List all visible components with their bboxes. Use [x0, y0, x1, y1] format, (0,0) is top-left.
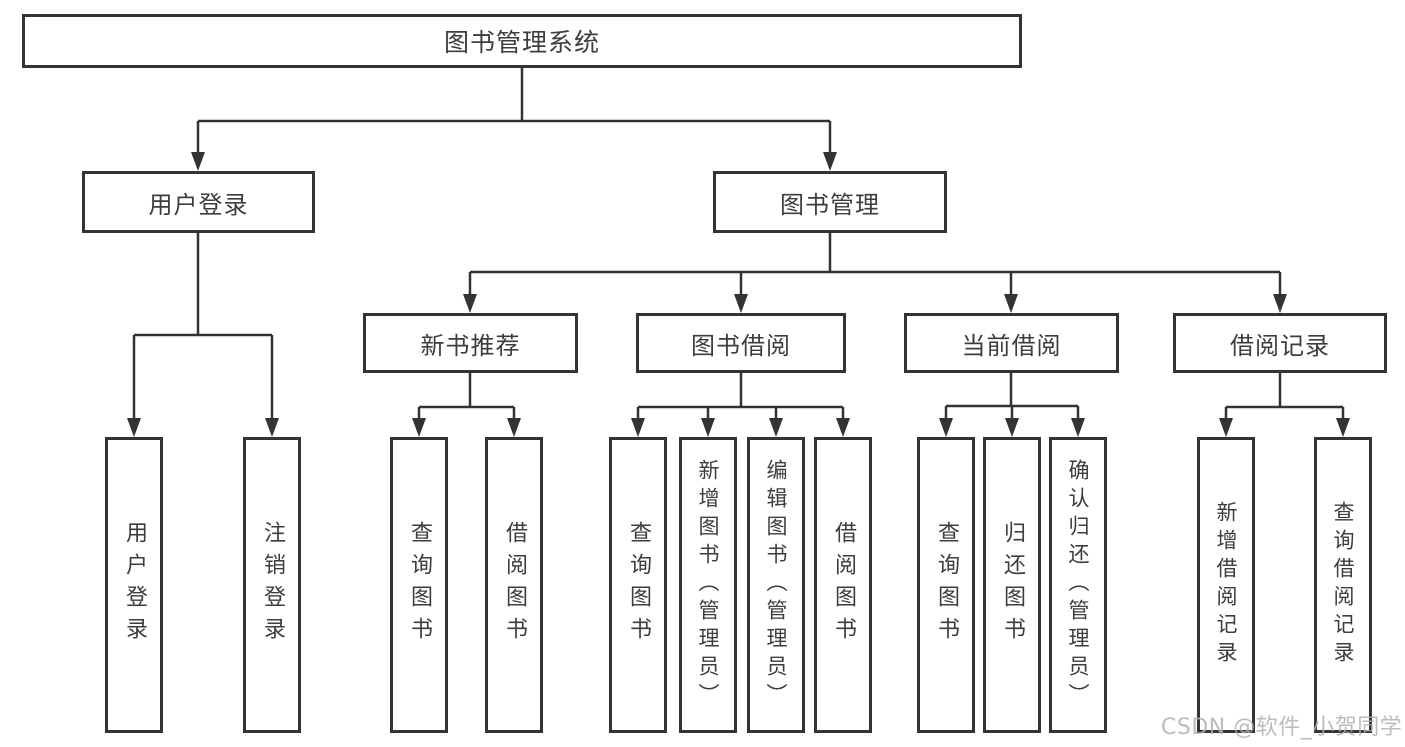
leaf-query-books-borrow: 查询图书: [609, 437, 667, 733]
leaf-add-book-admin: 新增图书（管理员）: [679, 437, 737, 733]
node-user-login: 用户登录: [82, 171, 315, 233]
leaf-logout: 注销登录: [243, 437, 301, 733]
node-new-book-recommend: 新书推荐: [363, 313, 578, 373]
leaf-query-books-current: 查询图书: [917, 437, 975, 733]
node-book-management: 图书管理: [713, 171, 947, 233]
leaf-query-borrow-record: 查询借阅记录: [1314, 437, 1372, 733]
node-book-borrow: 图书借阅: [636, 313, 846, 373]
leaf-borrow-books-recommend: 借阅图书: [485, 437, 543, 733]
node-library-management-system: 图书管理系统: [22, 14, 1022, 68]
leaf-user-login: 用户登录: [105, 437, 163, 733]
leaf-return-books: 归还图书: [983, 437, 1041, 733]
watermark: CSDN @软件_小贺同学: [1161, 715, 1403, 740]
node-current-borrow: 当前借阅: [904, 313, 1119, 373]
leaf-confirm-return-admin: 确认归还（管理员）: [1049, 437, 1107, 733]
arrowheads: [127, 152, 1350, 437]
leaf-borrow-books: 借阅图书: [814, 437, 872, 733]
leaf-add-borrow-record: 新增借阅记录: [1197, 437, 1255, 733]
leaf-query-books-recommend: 查询图书: [390, 437, 448, 733]
node-borrow-records: 借阅记录: [1173, 313, 1387, 373]
leaf-edit-book-admin: 编辑图书（管理员）: [747, 437, 805, 733]
